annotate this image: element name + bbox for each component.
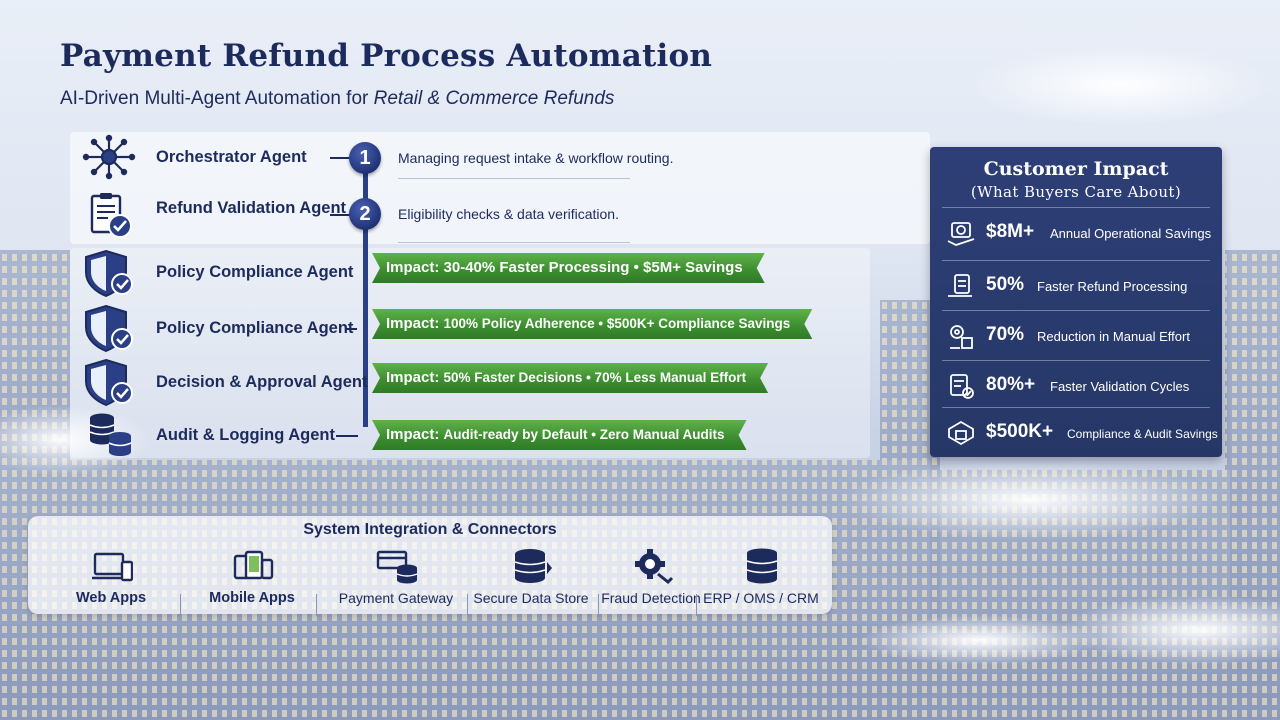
- agent-row-audit-logging: Audit & Logging Agent Impact: Audit-read…: [0, 410, 940, 460]
- connector-secure-data-store: Secure Data Store: [466, 546, 596, 610]
- row-divider: [398, 242, 630, 243]
- impact-label: Annual Operational Savings: [1050, 226, 1212, 241]
- agent-name: Orchestrator Agent: [156, 148, 307, 166]
- agent-row-policy-compliance-2: Policy Compliance Agent Impact: 100% Pol…: [0, 303, 940, 353]
- connector-payment-gateway: Payment Gateway: [331, 546, 461, 610]
- impact-text: 50% Faster Decisions • 70% Less Manual E…: [443, 370, 747, 385]
- agent-name: Audit & Logging Agent: [156, 426, 336, 444]
- agent-description: Managing request intake & workflow routi…: [398, 150, 674, 166]
- impact-label: Compliance & Audit Savings: [1067, 427, 1218, 441]
- agent-row-policy-compliance-1: Policy Compliance Agent Impact: 30-40% F…: [0, 248, 940, 298]
- subtitle-emphasis: Retail & Commerce Refunds: [373, 88, 615, 109]
- agent-row-refund-validation: Refund Validation Agent 2 Eligibility ch…: [0, 190, 940, 243]
- agent-name: Policy Compliance Agent: [156, 319, 354, 337]
- agent-row-orchestrator: Orchestrator Agent 1 Managing request in…: [0, 133, 940, 183]
- secure-data-store-icon: [514, 549, 552, 583]
- erp-database-icon: [746, 548, 778, 584]
- page-title: Payment Refund Process Automation: [60, 38, 713, 74]
- refund-speed-icon: [948, 274, 972, 297]
- impact-value: $8M+: [986, 221, 1035, 242]
- impact-text: Audit-ready by Default • Zero Manual Aud…: [443, 427, 725, 442]
- connector-web-apps: Web Apps: [46, 546, 176, 610]
- agent-description: Eligibility checks & data verification.: [398, 206, 619, 222]
- impact-item: 50% Faster Refund Processing: [942, 260, 1210, 309]
- impact-value: $500K+: [986, 421, 1054, 442]
- database-icon: [89, 413, 132, 456]
- impact-label: Impact:: [386, 259, 440, 276]
- connector-mobile-apps: Mobile Apps: [187, 546, 317, 610]
- savings-icon: [947, 222, 975, 246]
- workflow-connector-line: [363, 165, 368, 427]
- agent-name: Policy Compliance Agent: [156, 263, 354, 281]
- customer-impact-subtitle: (What Buyers Care About): [970, 183, 1182, 201]
- connector-label: ERP / OMS / CRM: [703, 590, 819, 606]
- impact-label: Impact:: [386, 369, 440, 386]
- fraud-detection-icon: [635, 549, 673, 584]
- connector-label: Payment Gateway: [338, 590, 454, 606]
- connector-dash: [345, 328, 357, 330]
- agent-row-decision-approval: Decision & Approval Agent Impact: 50% Fa…: [0, 357, 940, 407]
- impact-value: 70%: [986, 324, 1025, 345]
- impact-value: 80%+: [986, 374, 1036, 395]
- clipboard-check-icon: [90, 193, 132, 238]
- shield-check-icon: [85, 358, 133, 407]
- impact-label: Reduction in Manual Effort: [1037, 329, 1190, 344]
- impact-ribbon: Impact: Audit-ready by Default • Zero Ma…: [372, 420, 747, 450]
- connector-label: Secure Data Store: [473, 590, 589, 606]
- connector-dash: [330, 157, 350, 159]
- integration-title: System Integration & Connectors: [303, 521, 557, 538]
- agent-name: Refund Validation Agent: [156, 199, 347, 217]
- connector-fraud-detection: Fraud Detection: [586, 546, 716, 610]
- connector-dash: [330, 214, 350, 216]
- compliance-icon: [948, 420, 974, 446]
- impact-label: Faster Validation Cycles: [1050, 379, 1190, 394]
- connector-erp-oms-crm: ERP / OMS / CRM: [696, 546, 826, 610]
- step-badge: 1: [349, 142, 381, 174]
- connector-separator: [316, 594, 317, 616]
- impact-ribbon: Impact: 100% Policy Adherence • $500K+ C…: [372, 309, 812, 339]
- impact-label: Faster Refund Processing: [1037, 279, 1188, 294]
- impact-label: Impact:: [386, 315, 440, 332]
- network-hub-icon: [82, 134, 136, 180]
- system-integration-panel: System Integration & Connectors Web Apps…: [28, 516, 832, 616]
- subtitle-prefix: AI-Driven Multi-Agent Automation for: [60, 88, 374, 109]
- agent-panel-upper: [70, 132, 930, 244]
- web-apps-icon: [92, 552, 133, 582]
- validation-icon: [950, 374, 974, 399]
- connector-separator: [696, 594, 697, 616]
- connector-dash: [336, 435, 358, 437]
- step-badge: 2: [349, 198, 381, 230]
- connector-separator: [598, 594, 599, 616]
- shield-check-icon: [85, 249, 133, 298]
- connector-separator: [180, 594, 181, 616]
- impact-label: Impact:: [386, 426, 440, 443]
- connector-label: Fraud Detection: [601, 590, 701, 606]
- shield-check-icon: [85, 304, 133, 353]
- impact-item: $8M+ Annual Operational Savings: [942, 207, 1212, 256]
- agent-name: Decision & Approval Agent: [156, 373, 368, 391]
- payment-gateway-icon: [376, 550, 418, 584]
- mobile-apps-icon: [233, 550, 274, 580]
- customer-impact-panel: Customer Impact (What Buyers Care About)…: [930, 147, 1222, 457]
- customer-impact-title: Customer Impact: [983, 158, 1169, 180]
- connector-label: Mobile Apps: [209, 590, 295, 606]
- impact-text: 30-40% Faster Processing • $5M+ Savings: [443, 259, 743, 276]
- impact-ribbon: Impact: 50% Faster Decisions • 70% Less …: [372, 363, 768, 393]
- row-divider: [398, 178, 630, 179]
- connector-separator: [467, 594, 468, 616]
- impact-ribbon: Impact: 30-40% Faster Processing • $5M+ …: [372, 253, 765, 283]
- impact-item: 70% Reduction in Manual Effort: [942, 310, 1210, 359]
- impact-item: $500K+ Compliance & Audit Savings: [942, 407, 1218, 456]
- page-subtitle: AI-Driven Multi-Agent Automation for Ret…: [60, 88, 614, 110]
- impact-text: 100% Policy Adherence • $500K+ Complianc…: [443, 316, 791, 331]
- manual-effort-icon: [950, 325, 973, 349]
- impact-item: 80%+ Faster Validation Cycles: [942, 360, 1210, 409]
- connector-label: Web Apps: [75, 590, 147, 606]
- impact-value: 50%: [986, 274, 1025, 295]
